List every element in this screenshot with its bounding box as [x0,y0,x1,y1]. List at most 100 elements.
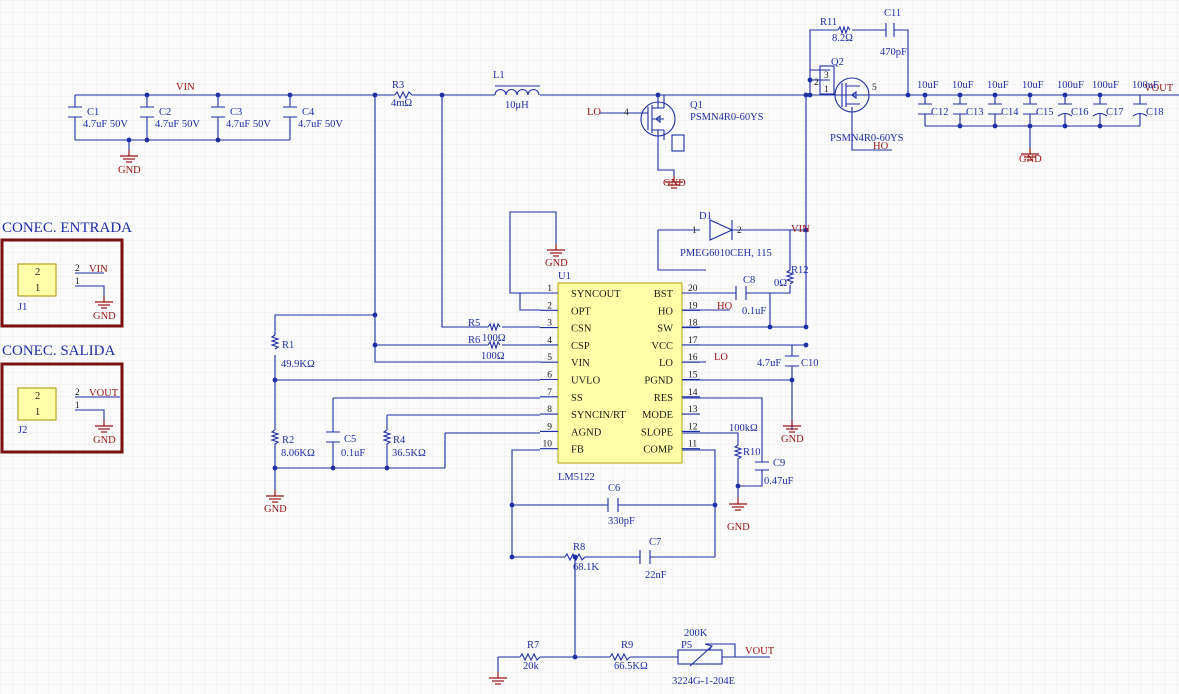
r7-resistor [519,652,541,662]
q2-ref: Q2 [831,57,844,68]
j2-ref: J2 [18,425,27,436]
net-label-lo-u1: LO [714,352,728,363]
u1-pin-number-left: 4 [547,336,552,346]
u1-pin-name-left: CSP [571,341,590,352]
input-cap-value: 4.7uF 50V [226,119,271,130]
j2-inner-pin2: 2 [35,391,40,402]
gnd-label-1: GND [118,165,141,176]
d1-value: PMEG6010CEH, 115 [680,248,772,259]
d1-ref: D1 [699,211,712,222]
r2-ref: R2 [282,435,294,446]
r3-resistor [394,90,413,100]
j2-net-gnd: GND [93,435,116,446]
u1-pin-number-left: 1 [547,284,552,294]
r12-value: 0Ω [774,278,787,289]
r10-resistor [733,444,743,470]
u1-pin-name-left: AGND [571,427,602,438]
c11-value: 470pF [880,47,907,58]
q2-pin-3: 3 [824,71,829,81]
c8-value: 0.1uF [742,306,766,317]
output-cap-ref: C17 [1106,107,1124,118]
r6-resistor [487,340,501,350]
c5-capacitor [326,431,340,443]
j2-connector-body [17,387,57,421]
r9-value: 66.5KΩ [614,661,648,672]
d1-diode [709,219,734,241]
net-label-vin-right: VIN [791,224,810,235]
r9-ref: R9 [621,640,633,651]
c10-capacitor [785,355,799,367]
u1-pin-name-right: RES [654,393,673,404]
j1-net-vin: VIN [89,264,108,275]
j1-pin1: 1 [75,277,80,287]
r2-resistor [270,429,280,460]
j1-net-gnd: GND [93,311,116,322]
j2-pin1: 1 [75,401,80,411]
u1-pin-number-right: 16 [688,353,698,363]
u1-pin-name-left: FB [571,445,584,456]
net-label-ho-q2: HO [873,141,889,152]
u1-pin-name-left: CSN [571,324,592,335]
junctions [126,77,1103,660]
u1-pin-name-right: HO [658,306,674,317]
output-cap-ref: C15 [1036,107,1054,118]
u1-pin-name-right: LO [659,358,673,369]
gnd-label-3: GND [1019,154,1042,165]
r8-value: 68.1K [573,562,599,573]
c7-capacitor [639,550,651,564]
u1-pin-name-right: MODE [642,410,673,421]
r3-value: 4mΩ [391,98,412,109]
input-cap-value: 4.7uF 50V [83,119,128,130]
output-cap-ref: C14 [1001,107,1019,118]
u1-pin-name-right: PGND [644,376,673,387]
u1-ref: U1 [558,271,571,282]
c11-capacitor [885,23,895,37]
output-cap-value: 100uF [1092,80,1119,91]
r11-ref: R11 [820,17,837,28]
output-cap-ref: C13 [966,107,984,118]
u1-pin-name-left: UVLO [571,376,601,387]
u1-pin-name-left: SYNCIN/RT [571,410,626,421]
q1-mosfet [640,95,685,152]
gnd-label-6: GND [781,434,804,445]
j1-connector-body [17,263,57,297]
u1-pin-number-left: 6 [547,371,552,381]
u1-pin-name-right: SLOPE [641,427,673,438]
u1-pin-number-left: 3 [547,319,552,329]
u1-pin-number-right: 12 [688,422,698,432]
output-cap-ref: C12 [931,107,949,118]
l1-inductor [494,89,540,96]
j1-connector-frame [0,238,124,328]
r12-ref: R12 [791,265,809,276]
u1-pin-name-right: BST [654,289,674,300]
c9-value: 0.47uF [764,476,794,487]
r12-resistor [785,269,795,285]
r1-value: 49.9KΩ [281,359,315,370]
c5-ref: C5 [344,434,356,445]
q2-value: PSMN4R0-60YS [830,133,904,144]
u1-pin-number-right: 14 [688,388,698,398]
output-cap-ref: C18 [1146,107,1164,118]
j2-connector-frame [0,362,124,454]
input-cap-value: 4.7uF 50V [298,119,343,130]
net-label-lo-q1: LO [587,107,601,118]
p5-rating: 200K [684,628,708,639]
gnd-label-4: GND [545,258,568,269]
output-capacitors [918,103,1148,117]
r4-value: 36.5KΩ [392,448,426,459]
q2-pin-2: 2 [814,78,819,88]
r6-ref: R6 [468,335,480,346]
l1-ref: L1 [493,70,505,81]
r10-value: 100kΩ [729,423,758,434]
q2-pin-5: 5 [872,83,877,93]
c9-ref: C9 [773,458,785,469]
r6-value: 100Ω [481,351,505,362]
r11-value: 8.2Ω [832,33,853,44]
r7-ref: R7 [527,640,539,651]
u1-pin-number-right: 15 [688,371,698,381]
u1-pin-name-left: SS [571,393,583,404]
r4-ref: R4 [393,435,406,446]
c7-value: 22nF [645,570,667,581]
p5-potentiometer [677,643,723,667]
